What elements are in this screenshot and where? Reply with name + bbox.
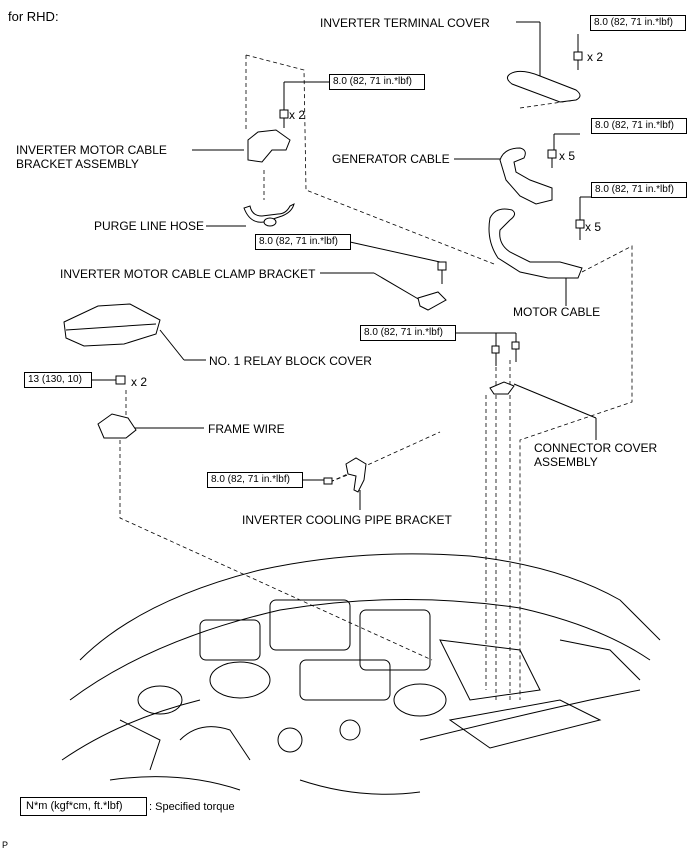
relay-block-cover-part — [63, 303, 161, 347]
qty-motor: x 5 — [585, 220, 602, 234]
torque-box-generator: 8.0 (82, 71 in.*lbf) — [591, 118, 687, 134]
torque-box-bracket: 8.0 (82, 71 in.*lbf) — [329, 74, 425, 90]
torque-box-cooling-pipe: 8.0 (82, 71 in.*lbf) — [207, 472, 303, 488]
torque-box-motor: 8.0 (82, 71 in.*lbf) — [591, 182, 687, 198]
connector-cover-part — [489, 381, 515, 395]
bolt-icon — [547, 149, 557, 159]
dashed-line-bracket — [245, 54, 495, 265]
legend-description: : Specified torque — [149, 801, 235, 813]
legend-torque-symbol: N*m (kgf*cm, ft.*lbf) — [20, 797, 147, 816]
qty-bracket: x 2 — [289, 108, 306, 122]
torque-box-connector: 8.0 (82, 71 in.*lbf) — [360, 325, 456, 341]
dashed-line-motor — [519, 245, 633, 700]
footer-code: P — [2, 840, 9, 850]
torque-box-clamp: 8.0 (82, 71 in.*lbf) — [255, 234, 351, 250]
dashed-line-frame-wire — [119, 440, 433, 661]
nut-icon — [115, 375, 126, 385]
bolt-icon — [437, 261, 447, 271]
generator-cable-part — [499, 147, 553, 205]
qty-generator: x 5 — [559, 149, 576, 163]
inverter-terminal-cover-part — [506, 70, 581, 103]
bolt-icon — [573, 51, 583, 61]
label-bracket-assembly-2: BRACKET ASSEMBLY — [16, 157, 139, 171]
bolt-icon — [511, 341, 520, 350]
cooling-pipe-bracket-part — [345, 457, 367, 493]
bracket-assembly-part — [247, 129, 291, 163]
torque-box-terminal-cover: 8.0 (82, 71 in.*lbf) — [590, 15, 686, 31]
qty-frame-wire: x 2 — [131, 375, 148, 389]
label-clamp-bracket: INVERTER MOTOR CABLE CLAMP BRACKET — [60, 267, 316, 281]
engine-bay-illustration — [61, 553, 661, 795]
label-connector-cover-1: CONNECTOR COVER — [534, 441, 658, 455]
label-bracket-assembly-1: INVERTER MOTOR CABLE — [16, 143, 167, 157]
label-purge-line-hose: PURGE LINE HOSE — [94, 219, 205, 233]
motor-cable-part — [488, 208, 583, 279]
page-title: for RHD: — [8, 9, 59, 24]
purge-line-hose-part — [243, 203, 295, 223]
dashed-line-cooling-pipe — [329, 431, 441, 483]
label-motor-cable: MOTOR CABLE — [513, 305, 601, 319]
label-connector-cover-2: ASSEMBLY — [534, 455, 598, 469]
label-frame-wire: FRAME WIRE — [208, 422, 285, 436]
bolt-icon — [323, 477, 333, 485]
bolt-icon — [279, 109, 289, 119]
label-cooling-pipe-bracket: INVERTER COOLING PIPE BRACKET — [242, 513, 452, 527]
qty-terminal-cover: x 2 — [587, 50, 604, 64]
torque-box-frame-wire: 13 (130, 10) — [24, 372, 92, 388]
label-generator-cable: GENERATOR CABLE — [332, 152, 450, 166]
leader-connector-cover — [513, 383, 597, 419]
clamp-bracket-part — [417, 291, 447, 311]
bolt-icon — [575, 219, 585, 229]
label-inverter-terminal-cover: INVERTER TERMINAL COVER — [320, 16, 490, 30]
label-relay-block-cover: NO. 1 RELAY BLOCK COVER — [209, 354, 372, 368]
bolt-icon — [491, 345, 500, 354]
frame-wire-part — [97, 413, 137, 439]
leader-relay-cover — [159, 329, 185, 361]
